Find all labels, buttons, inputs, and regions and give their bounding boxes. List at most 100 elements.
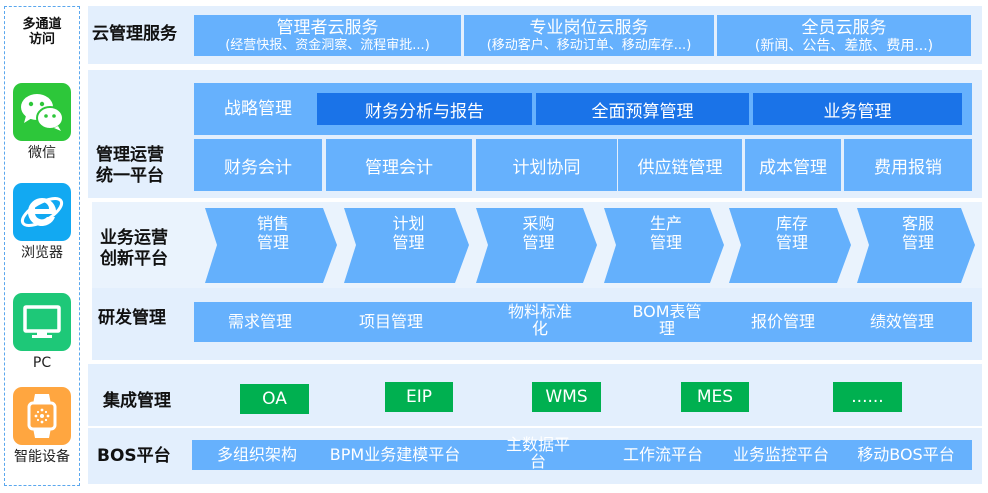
- item-line1: 工作流平台: [622, 445, 703, 464]
- rnd-item[interactable]: 项目管理: [321, 313, 461, 330]
- layer-label-cloud: 云管理服务: [92, 24, 177, 44]
- step-line1: 采购: [522, 214, 555, 233]
- step-line1: 库存: [775, 214, 808, 233]
- cloud-service-title: 专业岗位云服务: [529, 17, 649, 38]
- process-step-label: 采购管理: [499, 214, 579, 252]
- channels-title-line2: 访问: [28, 32, 55, 47]
- step-line2: 管理: [649, 233, 682, 252]
- integration-oa[interactable]: OA: [240, 384, 309, 414]
- layer-label-integration: 集成管理: [103, 391, 171, 411]
- wechat-icon: [13, 83, 71, 141]
- channel-browser: 浏览器: [5, 183, 79, 261]
- item-line2: 台: [529, 452, 546, 471]
- bos-band: [192, 440, 972, 470]
- process-step-label: 生产管理: [626, 214, 706, 252]
- channel-smart-device: 智能设备: [5, 387, 79, 465]
- cloud-service-professional[interactable]: 专业岗位云服务 (移动客户、移动订单、移动库存...): [464, 15, 714, 56]
- label-line2: 统一平台: [96, 166, 164, 186]
- ie-browser-icon: [13, 183, 71, 241]
- rnd-item[interactable]: 报价管理: [713, 313, 853, 330]
- integration-mes[interactable]: MES: [681, 382, 749, 412]
- process-step-chevron[interactable]: [344, 208, 469, 283]
- channels-title: 多通道 访问: [5, 17, 79, 47]
- layer-label-business: 业务运营 创新平台: [100, 228, 168, 270]
- label-line1: 管理运营: [96, 145, 164, 165]
- channel-wechat: 微信: [5, 83, 79, 161]
- item-line1: 项目管理: [358, 312, 423, 331]
- bos-item[interactable]: 工作流平台: [593, 446, 733, 463]
- rnd-item[interactable]: 需求管理: [190, 313, 330, 330]
- plan-collaboration[interactable]: 计划协同: [476, 139, 617, 191]
- layer-label-rnd: 研发管理: [98, 308, 166, 328]
- item-line1: 报价管理: [750, 312, 815, 331]
- cloud-service-title: 全员云服务: [801, 17, 887, 38]
- channel-pc: PC: [5, 293, 79, 371]
- bos-item[interactable]: 移动BOS平台: [836, 446, 976, 463]
- rnd-item[interactable]: 绩效管理: [832, 313, 972, 330]
- bos-item[interactable]: BPM业务建模平台: [325, 446, 465, 463]
- channel-label: 智能设备: [14, 449, 70, 465]
- channel-label: PC: [32, 355, 52, 371]
- supply-chain-management[interactable]: 供应链管理: [618, 139, 742, 191]
- monitor-icon: [13, 293, 71, 351]
- multi-channel-access-panel: 多通道 访问 微信 浏览器: [4, 6, 80, 486]
- cloud-service-all-staff[interactable]: 全员云服务 (新闻、公告、差旅、费用...): [717, 15, 971, 56]
- cloud-service-subtitle: (移动客户、移动订单、移动库存...): [486, 37, 692, 53]
- step-line2: 管理: [775, 233, 808, 252]
- integration-eip[interactable]: EIP: [385, 382, 453, 412]
- bos-item[interactable]: 多组织架构: [187, 446, 327, 463]
- smartwatch-icon: [13, 387, 71, 445]
- process-step-chevron[interactable]: [604, 208, 724, 283]
- item-line1: 业务监控平台: [732, 445, 829, 464]
- bos-item[interactable]: 主数据平台: [468, 436, 608, 470]
- process-step-chevron[interactable]: [476, 208, 597, 283]
- process-step-label: 计划管理: [369, 214, 449, 252]
- cloud-service-manager[interactable]: 管理者云服务 (经营快报、资金洞察、流程审批...): [194, 15, 461, 56]
- process-step-chevron[interactable]: [729, 208, 851, 283]
- item-line1: 物料标准: [507, 302, 572, 321]
- process-step-chevron[interactable]: [857, 208, 975, 283]
- channel-label: 浏览器: [21, 245, 63, 261]
- channels-title-line1: 多通道: [22, 17, 62, 32]
- bos-item[interactable]: 业务监控平台: [711, 446, 851, 463]
- cloud-service-subtitle: (经营快报、资金洞察、流程审批...): [225, 37, 430, 53]
- layer-label-management: 管理运营 统一平台: [96, 145, 164, 187]
- layer-label-bos: BOS平台: [97, 446, 171, 466]
- item-line1: BPM业务建模平台: [329, 445, 461, 464]
- step-line2: 管理: [392, 233, 425, 252]
- process-step-chevron[interactable]: [205, 208, 337, 283]
- process-step-label: 销售管理: [233, 214, 313, 252]
- step-line1: 生产: [649, 214, 682, 233]
- rnd-item[interactable]: 物料标准化: [470, 303, 610, 337]
- step-line1: 销售: [256, 214, 289, 233]
- cloud-service-subtitle: (新闻、公告、差旅、费用...): [754, 37, 934, 54]
- step-line1: 计划: [392, 214, 425, 233]
- item-line1: 绩效管理: [869, 312, 934, 331]
- item-line1: BOM表管: [632, 302, 702, 321]
- cloud-service-title: 管理者云服务: [276, 17, 379, 38]
- strategy-management[interactable]: 战略管理: [224, 99, 292, 119]
- channel-label: 微信: [28, 145, 56, 161]
- step-line2: 管理: [256, 233, 289, 252]
- rnd-band: [194, 302, 972, 342]
- step-line2: 管理: [522, 233, 555, 252]
- financial-analysis-report[interactable]: 财务分析与报告: [317, 93, 532, 125]
- label-line1: 业务运营: [100, 228, 168, 248]
- item-line2: 理: [658, 319, 675, 338]
- business-management[interactable]: 业务管理: [753, 93, 962, 125]
- cost-management[interactable]: 成本管理: [745, 139, 841, 191]
- comprehensive-budget-management[interactable]: 全面预算管理: [536, 93, 749, 125]
- item-line1: 需求管理: [227, 312, 292, 331]
- expense-reimbursement[interactable]: 费用报销: [844, 139, 972, 191]
- management-accounting[interactable]: 管理会计: [326, 139, 472, 191]
- item-line2: 化: [531, 319, 548, 338]
- item-line1: 移动BOS平台: [857, 445, 955, 464]
- label-line2: 创新平台: [100, 249, 168, 269]
- integration-wms[interactable]: WMS: [532, 382, 601, 412]
- rnd-item[interactable]: BOM表管理: [597, 303, 737, 337]
- financial-accounting[interactable]: 财务会计: [194, 139, 322, 191]
- step-line2: 管理: [901, 233, 934, 252]
- process-step-label: 库存管理: [752, 214, 832, 252]
- integration-more[interactable]: ......: [833, 382, 902, 412]
